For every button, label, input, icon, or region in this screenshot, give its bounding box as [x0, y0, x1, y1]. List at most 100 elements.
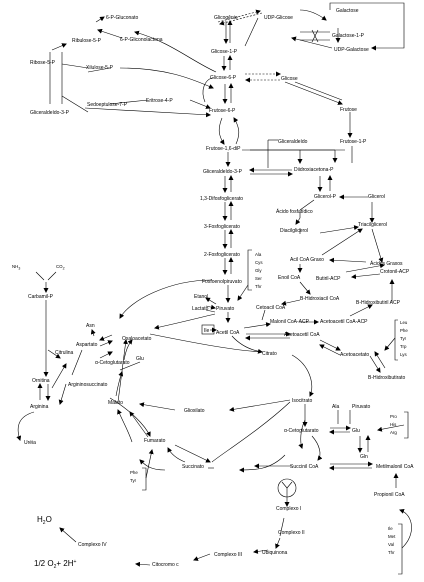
node-galactose: Galactose [336, 8, 359, 14]
node-aa-propionil-1: Met [388, 534, 396, 539]
node-lactato: Lactato [192, 306, 209, 312]
node-eritrose-4p: Eritrose-4-P [146, 98, 173, 104]
node-gliceraldeido: Gliceraldeído [278, 139, 308, 145]
node-ribulose-5p: Ribulose-5-P [72, 38, 102, 44]
node-aa-piruvato-4: Thr [255, 284, 262, 289]
node-b-hidroxibutirato: B-Hidroxibutirato [368, 375, 405, 381]
node-aa-acetoacetil-4: Lys [400, 352, 407, 357]
node-complexo-iv: Complexo IV [78, 542, 107, 548]
node-oxygen: 1/2 O2+ 2H+ [34, 559, 76, 570]
node-frutose: Frutose [340, 107, 357, 113]
node-cetoglutarato-left: α-Cetoglutarato [95, 360, 130, 366]
node-ornitina: Ornitina [32, 378, 50, 384]
node-aa-acetoacetil-2: Tyr [400, 336, 407, 341]
node-complexo-ii: Complexo II [278, 530, 305, 536]
node-aa-glutamato-1: His [390, 422, 397, 427]
node-complexo-i: Complexo I [276, 506, 301, 512]
node-fosfoenolpiruvato: Fosfoenolpiruvato [202, 279, 242, 285]
node-frutose-1p: Frutose-1-P [340, 139, 367, 145]
node-aa-propionil-0: Ile [388, 526, 393, 531]
node-nh3: NH3 [12, 264, 20, 271]
node-gln: Gln [360, 454, 368, 460]
node-glicose: Glicose [281, 76, 298, 82]
node-glicogenio: Glicogênio [214, 15, 238, 21]
node-frutose-6p: Frutose-6-P [209, 108, 236, 114]
node-crotonil-acp: Crotonil-ACP [380, 269, 410, 275]
node-glicerol: Glicerol [368, 194, 385, 200]
node-piruvato: Piruvato [216, 306, 235, 312]
node-glicerol-p: Glicerol-P [314, 194, 337, 200]
node-b-hidroxibutiril-acp: B-Hidroxibutiril ACP [356, 300, 401, 306]
node-acetoacetato: Acetoacetato [340, 352, 369, 358]
node-aa-fumarato-0: Phe [130, 470, 138, 475]
node-co2: CO2 [56, 264, 65, 271]
node-butiril-acp: Butiril-ACP [316, 276, 341, 282]
node-glu-left: Glu [136, 356, 144, 362]
node-aa-piruvato-3: Ser [255, 276, 262, 281]
node-malato: Malato [108, 400, 123, 406]
node-acido-fosfatidico: Ácido fosfatídico [276, 208, 313, 215]
node-asn: Asn [86, 323, 95, 329]
node-frutose-16dip: Frutose-1,6-diP [206, 146, 241, 152]
pathway-edges [16, 2, 412, 575]
node-aspartato: Aspartato [76, 342, 98, 348]
node-triacilglicerol: Triacilglicerol [358, 222, 387, 228]
node-arginina: Arginina [30, 404, 49, 410]
node-sedoeptulose-7p: Sedoeptulose-7-P [87, 102, 128, 108]
node-ribose-5p: Ribose-5-P [30, 60, 56, 66]
node-udp-glicose: UDP-Glicose [264, 15, 293, 21]
node-glioxilato: Glioxilato [184, 408, 205, 414]
node-enoil-coa: Enoil CoA [278, 275, 301, 281]
node-galactose-1p: Galactose-1-P [332, 33, 365, 39]
node-citrulina: Citrulina [55, 350, 74, 356]
node-acidos-graxos: Ácidos Graxos [370, 260, 403, 267]
node-ala: Ala [332, 404, 339, 410]
node-h2o: H2O [37, 515, 52, 526]
node-acetoacetil-coa: Acetoacetil CoA [284, 332, 320, 338]
node-aa-propionil-2: Val [388, 542, 394, 547]
node-gliceraldeido-3p-left: Gliceraldeído-3-P [30, 110, 70, 116]
node-cetoacil-coa: Cetoacil CoA [256, 305, 286, 311]
node-aa-piruvato-0: Ala [255, 252, 262, 257]
node-piruvato-right: Piruvato [352, 404, 371, 410]
node-2-fosfoglicerato: 2-Fosfoglicerato [204, 252, 240, 258]
pathway-nodes: Glicogênio UDP-Glicose Galactose Galacto… [12, 8, 414, 570]
node-diidroxiacetona-p: Diidroxiacetona-P [294, 167, 334, 173]
node-fumarato: Fumarato [144, 438, 166, 444]
node-aa-acetoacetil-1: Phe [400, 328, 408, 333]
node-ureia: Uréia [24, 440, 36, 446]
node-citrato: Citrato [262, 351, 277, 357]
node-diacilglicerol: Diacilglicerol [280, 228, 308, 234]
node-succinato: Succinato [182, 464, 204, 470]
node-propionil-coa: Propionil CoA [374, 492, 405, 498]
node-ubiquinona: Ubiquinona [262, 550, 288, 556]
node-aa-glutamato-2: Arg [390, 430, 397, 435]
node-aa-piruvato-1: Cys [255, 260, 263, 265]
node-6p-gliconolactona: 6-P-Gliconolactona [120, 37, 163, 43]
node-aa-piruvato-2: Gly [255, 268, 262, 273]
node-ile: Ile [204, 328, 210, 334]
node-isocitrato: Isocitrato [292, 398, 313, 404]
node-glu: Glu [352, 428, 360, 434]
node-etanol: Etanol [194, 294, 208, 300]
node-acetil-coa: Acetil CoA [216, 330, 240, 336]
node-aa-acetoacetil-0: Leu [400, 320, 408, 325]
node-gliceraldeido-3p: Gliceraldeído-3-P [203, 169, 243, 175]
node-glicose-6p: Glicose-6-P [210, 75, 237, 81]
node-succinil-coa: Succinil CoA [290, 464, 319, 470]
node-cetoglutarato: α-Cetoglutarato [284, 428, 319, 434]
node-aa-glutamato-0: Pro [390, 414, 397, 419]
node-argininosuccinato: Argininosuccinato [68, 382, 108, 388]
node-acetoacetil-coa-acp: Acetoacetil CoA-ACP [320, 319, 368, 325]
node-aa-propionil-3: Thr [388, 550, 395, 555]
node-13-difosfoglicerato: 1,3-Difosfoglicerato [200, 196, 243, 202]
node-acil-coa-graxo: Acil CoA Graxo [290, 257, 324, 263]
node-metilmalonil-coa: Metilmalonil CoA [376, 464, 414, 470]
node-xilulose-5p: Xilulose-5-P [86, 65, 114, 71]
node-citocromo-c: Citocromo c [152, 562, 179, 568]
node-b-hidroxiacil-coa: B-Hidroxiacil CoA [300, 296, 340, 302]
node-aa-acetoacetil-3: Trp [400, 344, 407, 349]
node-complexo-iii: Complexo III [214, 552, 242, 558]
node-aa-fumarato-1: Tyr [130, 478, 137, 483]
